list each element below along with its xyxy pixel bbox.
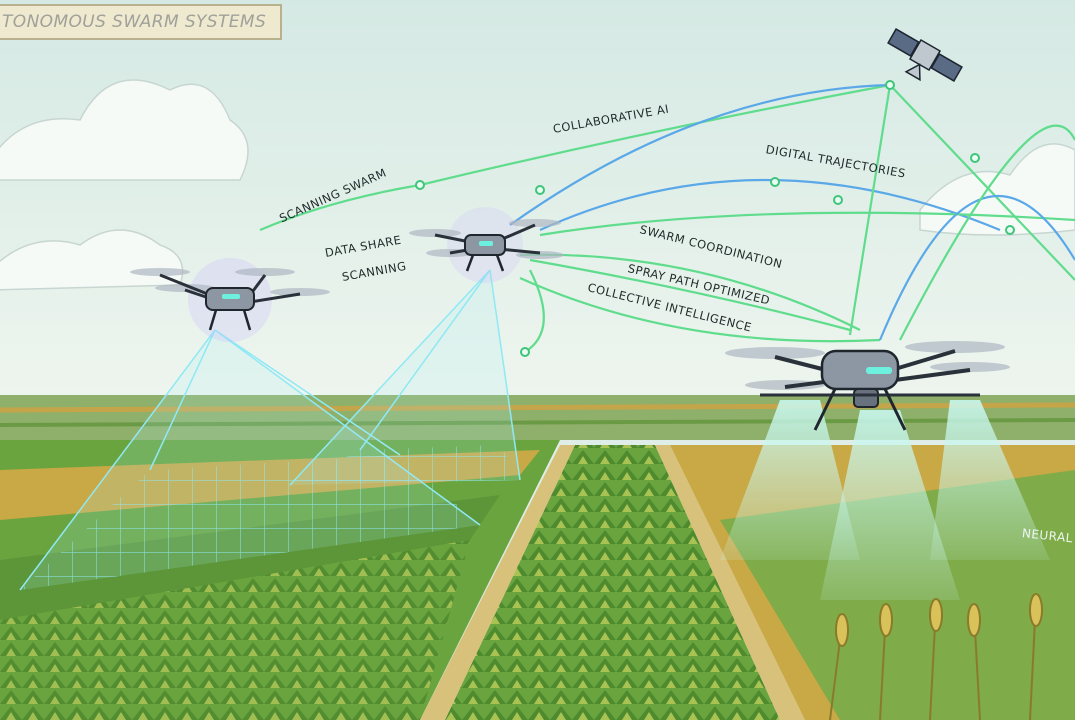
title-banner: TONOMOUS SWARM SYSTEMS: [0, 4, 282, 40]
drone-icon: [130, 258, 330, 342]
network-nodes: [415, 80, 1015, 357]
satellite-icon: [887, 28, 963, 82]
scan-projection-left: [19, 329, 481, 591]
network-links: [259, 83, 1075, 353]
spray-mist: [720, 400, 1050, 600]
wheat-crop: [829, 593, 1043, 720]
scan-projection-center: [289, 269, 521, 486]
field-center-crops: [445, 445, 780, 720]
sky: [0, 0, 1075, 400]
drone-icon: [725, 341, 1010, 431]
drone-icon: [409, 207, 564, 283]
